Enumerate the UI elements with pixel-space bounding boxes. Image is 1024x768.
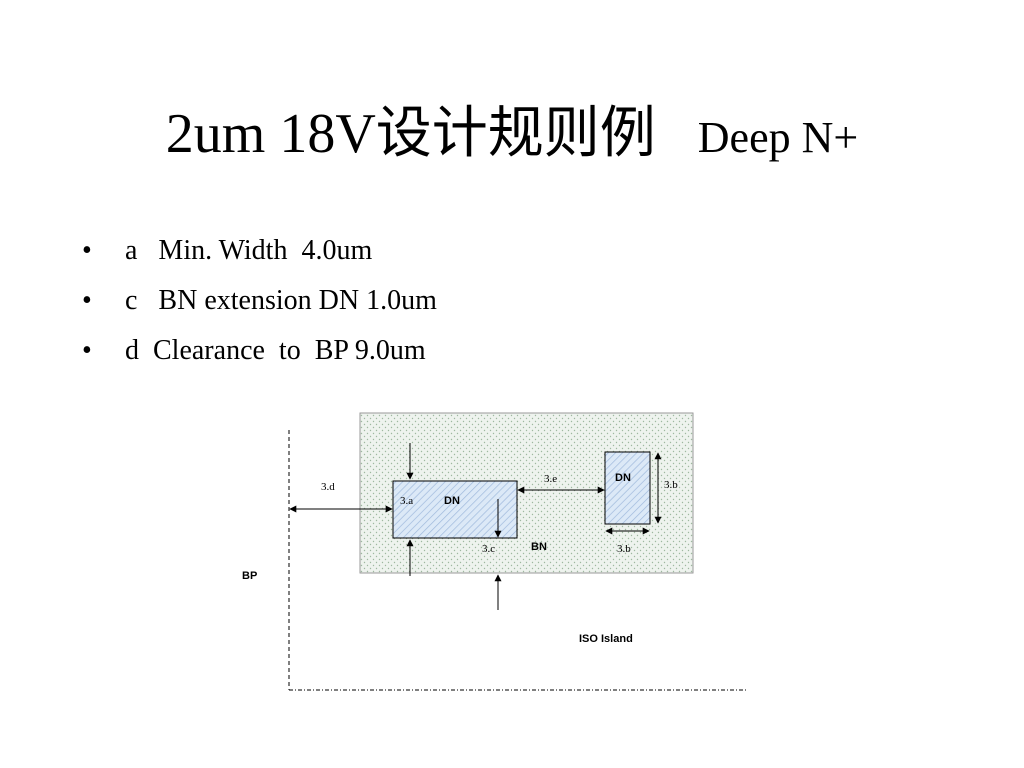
label-rule-c: 3.c [482,543,495,555]
bullet-text: c BN extension DN 1.0um [125,285,437,316]
label-rule-d: 3.d [321,481,335,493]
label-dn-main: DN [444,495,460,507]
title-main: 2um 18V设计规则例 [165,103,656,165]
label-dn-small: DN [615,472,631,484]
bullet-marker: • [82,285,92,316]
dn-main-rect [392,480,518,539]
label-rule-b-right: 3.b [664,479,678,491]
bullet-text: d Clearance to BP 9.0um [125,335,426,366]
label-rule-b-bottom: 3.b [617,543,631,555]
slide-title: 2um 18V设计规则例 Deep N+ [0,98,1024,174]
label-iso-island: ISO Island [579,633,633,645]
bullet-marker: • [82,235,92,266]
bullet-item: • d Clearance to BP 9.0um [82,326,437,376]
dn-small-rect [604,451,651,525]
title-sub: Deep N+ [697,113,859,162]
label-rule-a: 3.a [400,495,413,507]
label-rule-e: 3.e [544,473,557,485]
bullet-text: a Min. Width 4.0um [125,235,373,266]
bullet-marker: • [82,335,92,366]
bullet-list: • a Min. Width 4.0um • c BN extension DN 1… [82,226,437,376]
bullet-item: • c BN extension DN 1.0um [82,276,437,326]
label-bn: BN [531,541,547,553]
bullet-item: • a Min. Width 4.0um [82,226,437,276]
label-bp: BP [242,570,257,582]
